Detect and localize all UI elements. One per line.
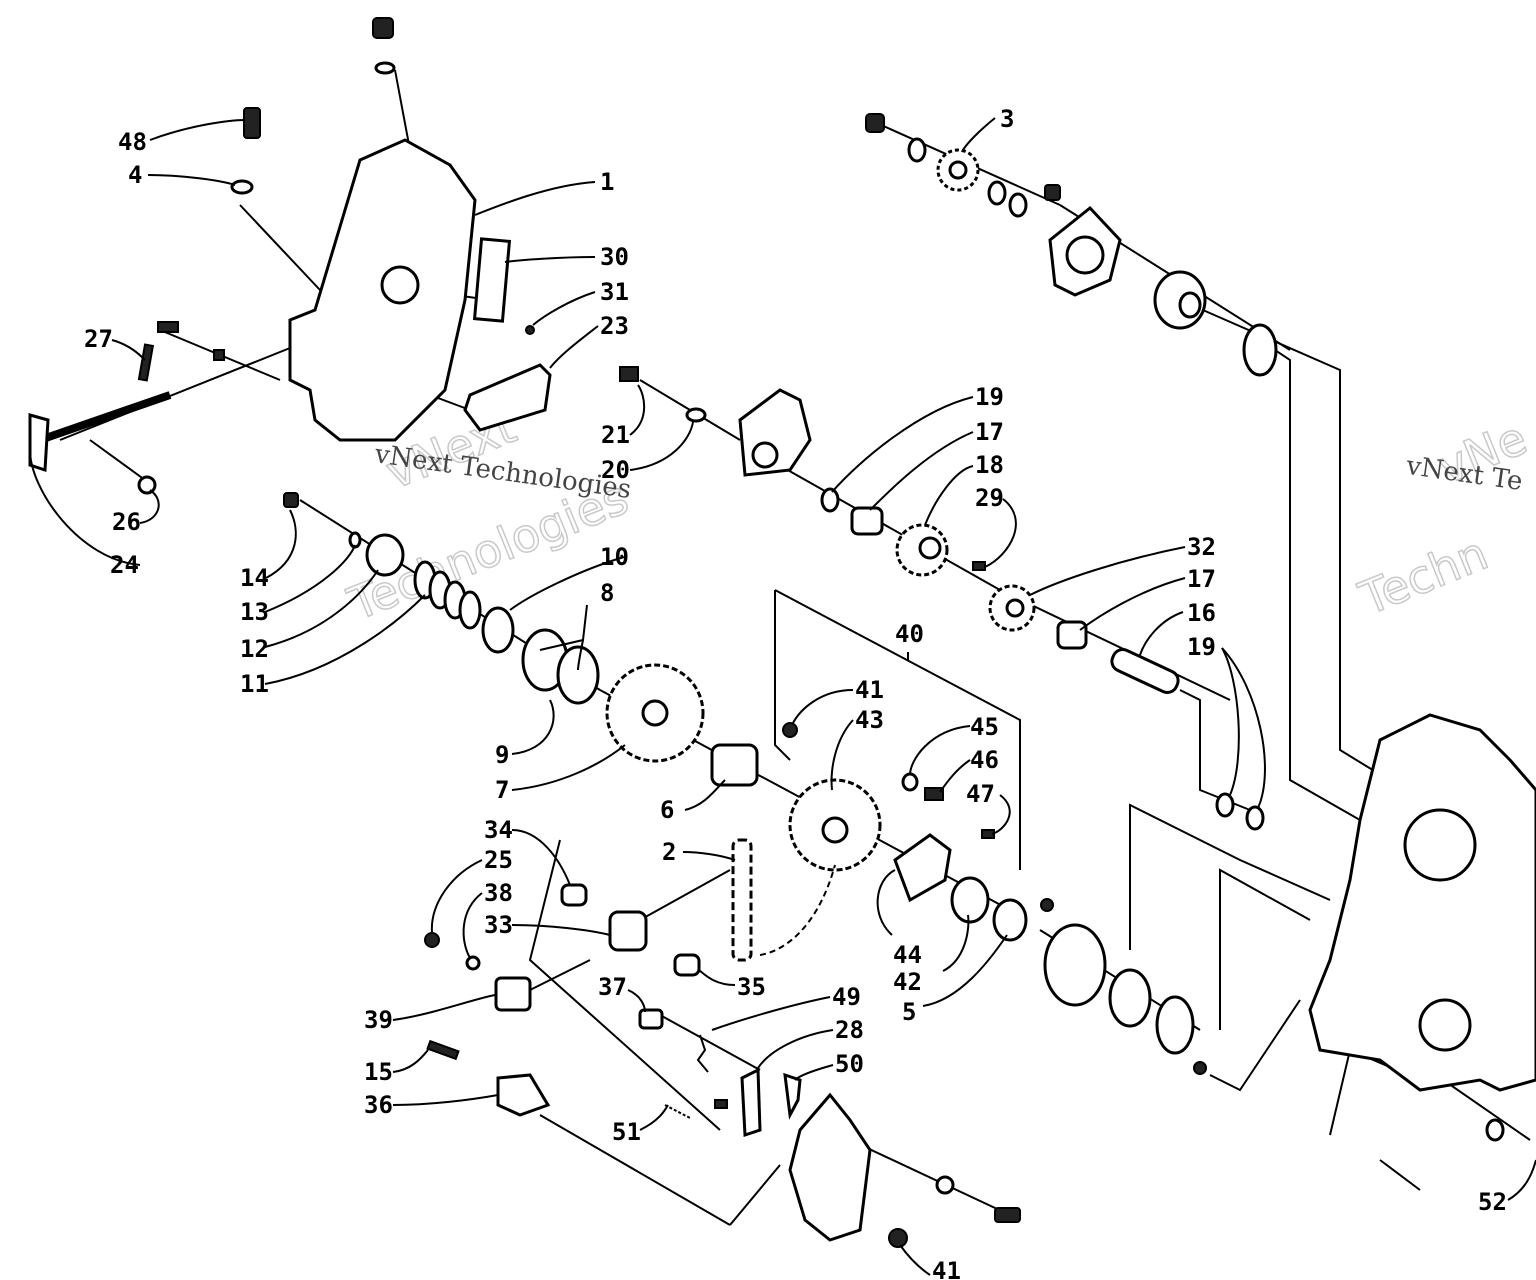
callout-10: 10 [600,543,629,571]
callout-12: 12 [240,635,269,663]
callout-44: 44 [893,941,922,969]
callout-4: 4 [128,161,142,189]
callout-30: 30 [600,243,629,271]
callout-18: 18 [975,451,1004,479]
callout-32: 32 [1187,533,1216,561]
callout-47: 47 [966,780,995,808]
chaincase-housing [1308,713,1536,1092]
callout-52: 52 [1478,1188,1507,1216]
drive-chain [731,838,836,962]
callout-42: 42 [893,968,922,996]
callout-51: 51 [612,1118,641,1146]
callout-1: 1 [600,168,614,196]
callout-33: 33 [484,911,513,939]
callout-19b: 19 [1187,633,1216,661]
callout-50: 50 [835,1050,864,1078]
callout-36: 36 [364,1091,393,1119]
callout-31: 31 [600,278,629,306]
callout-labels: 48 4 1 30 31 23 27 26 24 21 20 3 19 17 1… [84,105,1507,1280]
callout-34: 34 [484,816,513,844]
callout-16: 16 [1187,599,1216,627]
callout-25: 25 [484,846,513,874]
callout-39: 39 [364,1006,393,1034]
callout-28: 28 [835,1016,864,1044]
callout-40: 40 [895,620,924,648]
callout-6: 6 [660,796,674,824]
callout-11: 11 [240,670,269,698]
callout-41b: 41 [932,1257,961,1280]
callout-29: 29 [975,484,1004,512]
callout-45: 45 [970,713,999,741]
callout-15: 15 [364,1058,393,1086]
callout-38: 38 [484,879,513,907]
callout-27: 27 [84,325,113,353]
callout-49: 49 [832,983,861,1011]
parts [28,17,1536,1248]
watermark: vNext Technologies vNext Technologies vN… [340,398,1535,632]
callout-37: 37 [598,973,627,1001]
spring [413,560,482,630]
callout-17a: 17 [975,418,1004,446]
callout-26: 26 [112,508,141,536]
leader-lines [29,117,1536,1276]
callout-21: 21 [601,421,630,449]
callout-24: 24 [110,551,139,579]
callout-43: 43 [855,706,884,734]
callout-14: 14 [240,564,269,592]
callout-5: 5 [902,998,916,1026]
callout-41a: 41 [855,676,884,704]
callout-7: 7 [495,776,509,804]
callout-17b: 17 [1187,565,1216,593]
assembly-lines [59,69,1531,1226]
callout-2: 2 [662,838,676,866]
callout-48: 48 [118,128,147,156]
callout-3: 3 [1000,105,1014,133]
callout-46: 46 [970,746,999,774]
callout-23: 23 [600,312,629,340]
callout-13: 13 [240,598,269,626]
callout-9: 9 [495,741,509,769]
callout-19a: 19 [975,383,1004,411]
watermark-edge-brand-2: Techn [1351,526,1495,626]
callout-20: 20 [601,456,630,484]
callout-35: 35 [737,973,766,1001]
callout-8: 8 [600,579,614,607]
